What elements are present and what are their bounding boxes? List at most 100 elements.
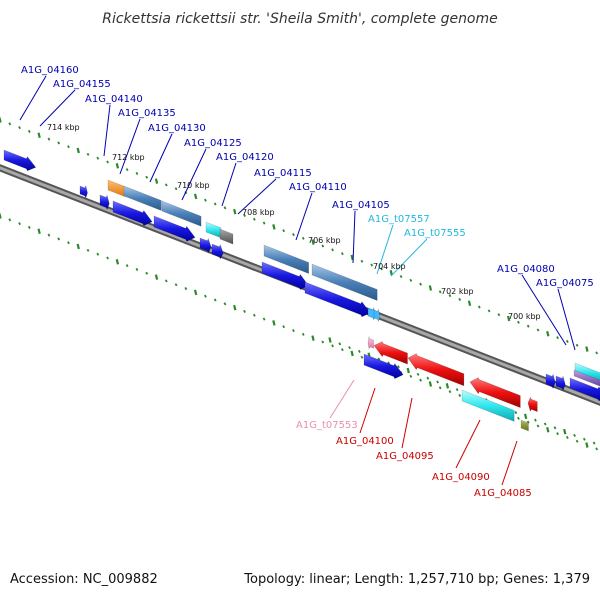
tick-mark — [96, 156, 100, 160]
gene-label-reverse[interactable]: A1G_04095 — [376, 451, 434, 462]
tick-mark — [595, 351, 599, 355]
gene-label-forward[interactable]: A1G_04155 — [53, 79, 111, 90]
tick-mark — [565, 339, 569, 343]
gene-label-reverse[interactable]: A1G_04100 — [336, 436, 394, 447]
map-title: Rickettsia rickettsii str. 'Sheila Smith… — [102, 11, 498, 27]
tick-mark — [321, 340, 325, 344]
tick-mark — [252, 217, 256, 221]
leader-line — [103, 104, 111, 157]
tick-mark — [360, 259, 364, 263]
tick-mark — [409, 278, 413, 282]
gene-arrow-forward — [555, 375, 566, 392]
tick-mark — [377, 357, 381, 361]
gene-label-forward[interactable]: A1G_04115 — [254, 168, 312, 179]
tick-mark — [428, 381, 433, 387]
tick-mark — [426, 376, 430, 380]
tick-mark — [338, 342, 342, 346]
tick-mark — [517, 416, 520, 420]
tick-mark — [311, 239, 315, 245]
tick-mark — [582, 437, 586, 441]
tick-mark — [47, 137, 51, 141]
gene-arrow-forward — [112, 200, 153, 226]
tick-mark — [436, 380, 439, 384]
cds-feature — [263, 244, 310, 274]
gene-arrow-forward — [99, 194, 110, 211]
leader-line — [149, 133, 173, 183]
tick-mark — [76, 147, 80, 154]
tick-mark — [18, 222, 21, 226]
tick-mark — [360, 355, 364, 359]
gene-label-forward[interactable]: A1G_04075 — [536, 278, 594, 289]
tick-mark — [233, 208, 237, 215]
trna-feature — [574, 362, 600, 382]
tick-mark — [585, 346, 589, 352]
leader-line — [557, 288, 576, 351]
tick-mark — [233, 304, 237, 311]
tick-mark — [145, 175, 149, 179]
tick-mark — [573, 433, 576, 437]
tick-mark — [419, 378, 423, 382]
gene-label-forward[interactable]: A1G_04125 — [184, 138, 242, 149]
tick-mark — [282, 229, 286, 233]
tick-mark — [553, 426, 557, 430]
trna-feature — [461, 389, 515, 422]
gene-label-forward[interactable]: A1G_04105 — [332, 200, 390, 211]
label-leaders — [19, 75, 576, 486]
tick-mark — [301, 332, 305, 336]
tick-mark — [301, 236, 305, 240]
leader-line — [390, 238, 428, 277]
tick-mark — [76, 243, 80, 250]
gene-label-forward[interactable]: A1G_04130 — [148, 123, 206, 134]
tick-mark — [416, 372, 420, 376]
tick-mark — [348, 346, 351, 350]
genome-summary-text: Topology: linear; Length: 1,257,710 bp; … — [244, 572, 590, 587]
tick-mark — [340, 348, 344, 352]
tick-mark — [387, 361, 391, 365]
gene-label-forward[interactable]: A1G_04120 — [216, 152, 274, 163]
tick-mark — [575, 439, 579, 443]
tick-mark — [350, 350, 354, 357]
tick-mark — [514, 411, 518, 415]
tick-mark — [419, 282, 423, 286]
tick-mark — [595, 447, 599, 451]
gene-label-forward[interactable]: A1G_04135 — [118, 108, 176, 119]
gene-label-forward[interactable]: A1G_04160 — [21, 65, 79, 76]
gene-arrow-forward — [261, 261, 310, 290]
tick-mark — [585, 442, 589, 448]
tick-mark — [86, 248, 90, 252]
misc-feature — [219, 228, 234, 245]
ruler-label: 706 kbp — [308, 236, 341, 245]
tick-mark — [556, 336, 559, 340]
tick-mark — [399, 274, 403, 279]
tick-mark — [57, 237, 61, 241]
gene-label-forward[interactable]: A1G_04080 — [497, 264, 555, 275]
gene-label-reverse[interactable]: A1G_t07553 — [296, 420, 358, 431]
tick-mark — [546, 427, 550, 433]
tick-mark — [448, 390, 452, 394]
tick-mark — [331, 344, 334, 348]
leader-line — [39, 89, 76, 127]
gene-label-reverse[interactable]: A1G_04090 — [432, 472, 490, 483]
ruler-label: 704 kbp — [373, 262, 406, 271]
gene-label-forward[interactable]: A1G_t07555 — [404, 228, 466, 239]
tick-mark — [526, 420, 530, 424]
tick-mark — [37, 228, 41, 235]
gene-label-reverse[interactable]: A1G_04085 — [474, 488, 532, 499]
gene-label-forward[interactable]: A1G_04110 — [289, 182, 347, 193]
tick-mark — [96, 252, 100, 256]
gene-arrow-reverse — [373, 341, 408, 365]
gene-arrow-reverse — [527, 396, 538, 413]
tick-mark — [174, 283, 178, 287]
gene-arrow-forward — [545, 373, 556, 390]
leader-line — [521, 274, 567, 346]
tick-mark — [556, 432, 559, 436]
tick-mark — [18, 126, 21, 130]
tick-mark — [506, 315, 511, 322]
gene-label-forward[interactable]: A1G_t07557 — [368, 214, 430, 225]
gene-label-forward[interactable]: A1G_04140 — [85, 94, 143, 105]
tick-mark — [154, 274, 159, 280]
leader-line — [501, 440, 518, 486]
misc-feature — [520, 419, 529, 432]
